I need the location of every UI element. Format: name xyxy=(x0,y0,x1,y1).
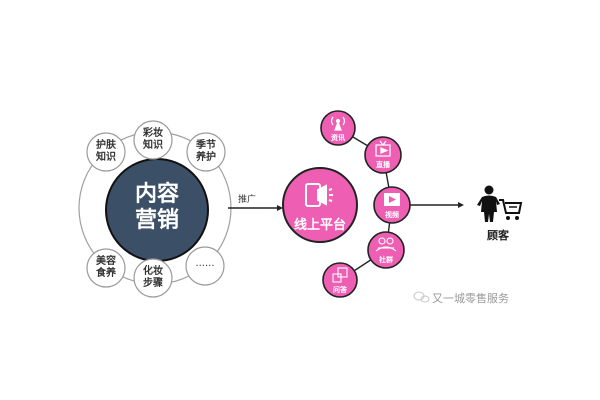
phone-speaker-icon xyxy=(305,183,333,207)
channel-label-community: 社群 xyxy=(379,256,393,264)
arrowhead-icon xyxy=(458,202,464,208)
topic-node-makeup-steps xyxy=(133,258,173,298)
topic-label-skincare: 护肤 知识 xyxy=(86,140,126,164)
core-title-line1: 内容 xyxy=(134,182,179,207)
topic-line1: 季节 xyxy=(196,140,216,151)
tv-play-icon xyxy=(375,140,391,157)
channel-node-community xyxy=(367,231,405,269)
topic-node-skincare xyxy=(86,132,126,172)
topic-line2: 养护 xyxy=(196,152,216,163)
topic-line2: 食养 xyxy=(96,268,116,279)
topic-line2: 知识 xyxy=(143,140,163,151)
content-marketing-title: 内容 营销 xyxy=(105,182,209,234)
channel-node-qa xyxy=(322,262,358,298)
topic-node-makeup-knowledge xyxy=(133,120,173,160)
question-answer-icon xyxy=(332,267,348,283)
watermark-text: 又一城零售服务 xyxy=(432,292,509,305)
arrowhead-icon xyxy=(277,205,283,211)
topic-label-makeup-steps: 化妆 步骤 xyxy=(133,266,173,290)
topic-label-beauty-diet: 美容 食养 xyxy=(86,256,126,280)
topic-line1: 护肤 xyxy=(96,140,116,151)
core-title-line2: 营销 xyxy=(134,208,179,233)
topic-label-makeup-knowledge: 彩妆 知识 xyxy=(133,128,173,152)
shopper-cart-icon xyxy=(477,185,523,222)
wechat-watermark-icon xyxy=(413,291,430,303)
group-people-icon xyxy=(375,237,397,252)
video-clapper-icon xyxy=(384,193,400,206)
topic-line1: 美容 xyxy=(96,256,116,267)
channel-node-live xyxy=(364,136,402,174)
topic-line2: 知识 xyxy=(96,152,116,163)
channel-label-live: 直播 xyxy=(376,161,390,169)
topic-line1: 化妆 xyxy=(143,266,163,277)
channel-label-qa: 问答 xyxy=(333,286,347,294)
online-platform-label: 线上平台 xyxy=(293,218,346,233)
promote-label: 推广 xyxy=(238,195,257,205)
topic-label-seasonal-care: 季节 养护 xyxy=(186,140,226,164)
broadcast-antenna-icon xyxy=(330,116,346,131)
topic-node-more xyxy=(185,246,225,286)
customer-label: 顾客 xyxy=(487,229,509,242)
topic-node-seasonal-care xyxy=(186,132,226,172)
topic-line1: ...... xyxy=(195,258,215,269)
channel-label-news: 资讯 xyxy=(331,134,345,142)
topic-label-more: ...... xyxy=(185,258,225,270)
channel-label-video: 视频 xyxy=(385,211,399,219)
topic-line2: 步骤 xyxy=(143,278,163,289)
topic-node-beauty-diet xyxy=(86,248,126,288)
topic-line1: 彩妆 xyxy=(143,128,163,139)
